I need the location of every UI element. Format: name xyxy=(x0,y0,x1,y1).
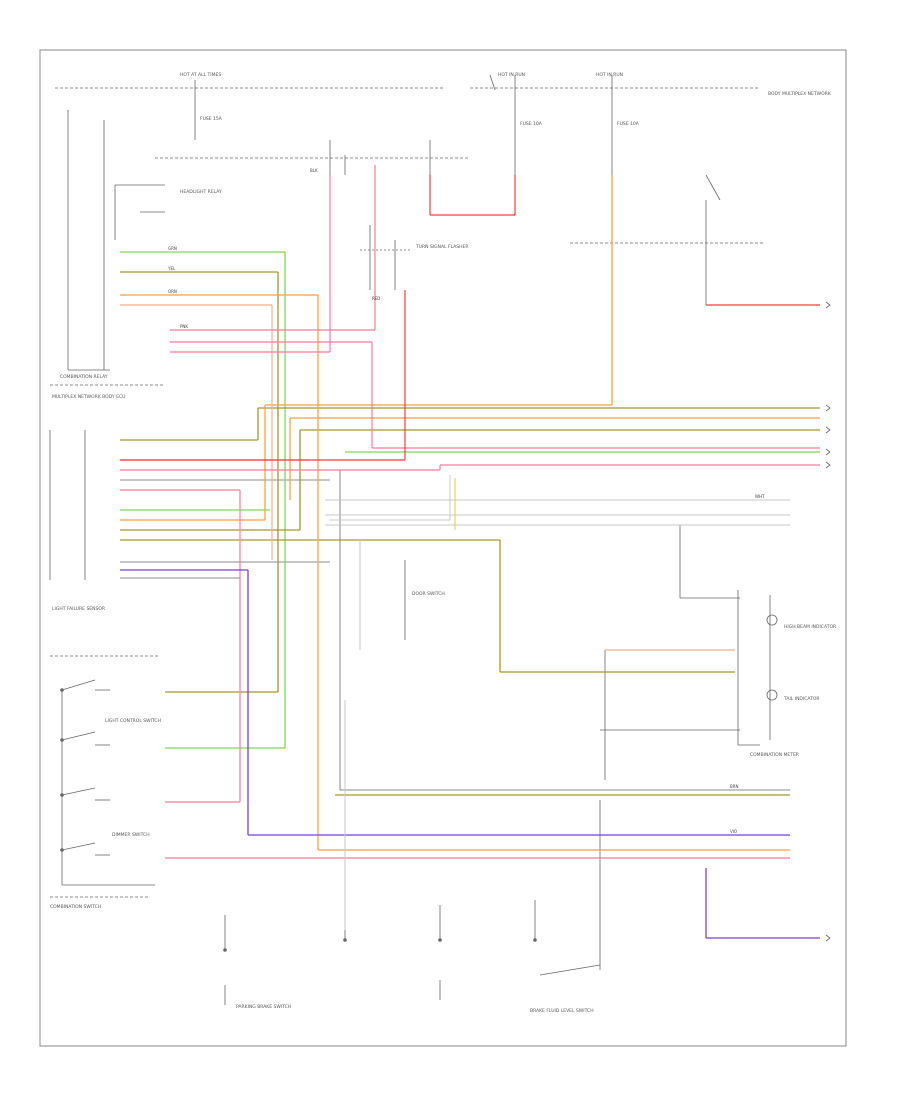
component-symbols xyxy=(60,614,778,952)
wire-salmon xyxy=(120,304,735,651)
wire-white xyxy=(325,475,790,930)
label-hot-right: HOT IN RUN xyxy=(596,72,623,78)
label-fuse-mid: FUSE 10A xyxy=(520,121,543,127)
code-yellow: YEL xyxy=(167,266,176,271)
code-orange: ORN xyxy=(168,289,177,294)
wire-violet xyxy=(120,569,820,939)
gray-structure xyxy=(49,74,790,1005)
code-pink: PNK xyxy=(180,324,188,329)
code-brown: BRN xyxy=(730,784,739,789)
wire-red xyxy=(120,175,820,461)
code-red: RED xyxy=(372,296,380,301)
label-fuse-right: FUSE 10A xyxy=(617,121,640,127)
label-combination-meter: COMBINATION METER xyxy=(750,752,799,758)
label-beam-indicator: HIGH BEAM INDICATOR xyxy=(784,624,836,630)
label-brake-fluid-switch: BRAKE FLUID LEVEL SWITCH xyxy=(530,1008,594,1014)
label-multiplex-left: MULTIPLEX NETWORK BODY ECU xyxy=(52,394,125,400)
wire-olive xyxy=(120,271,820,796)
wire-orange xyxy=(120,175,820,851)
label-combination-switch: COMBINATION SWITCH xyxy=(50,904,101,910)
label-multiplex-top: BODY MULTIPLEX NETWORK xyxy=(768,91,832,97)
code-green: GRN xyxy=(168,246,177,251)
code-violet: VIO xyxy=(730,829,737,834)
label-combination-relay: COMBINATION RELAY xyxy=(60,374,108,380)
label-fuse-left: FUSE 15A xyxy=(200,116,223,122)
code-white: WHT xyxy=(755,494,765,499)
diagram-frame xyxy=(39,49,847,1047)
label-light-control-switch: LIGHT CONTROL SWITCH xyxy=(105,718,161,724)
label-dimmer-switch: DIMMER SWITCH xyxy=(112,832,150,838)
code-black: BLK xyxy=(310,168,318,173)
label-hot-mid: HOT IN RUN xyxy=(498,72,525,78)
wire-green xyxy=(120,251,820,749)
labels: HOT AT ALL TIMES HOT IN RUN HOT IN RUN F… xyxy=(50,72,836,1014)
label-hot-left: HOT AT ALL TIMES xyxy=(180,72,221,78)
label-door-switch: DOOR SWITCH xyxy=(412,591,445,597)
label-tail-indicator: TAIL INDICATOR xyxy=(783,696,820,702)
label-parking-brake-switch: PARKING BRAKE SWITCH xyxy=(236,1004,291,1010)
label-light-failure-sensor: LIGHT FAILURE SENSOR xyxy=(52,606,105,612)
connector-arrows xyxy=(825,301,831,942)
label-turn-signal-flasher: TURN SIGNAL FLASHER xyxy=(415,244,469,250)
wire-codes: GRN YEL ORN PNK RED VIO WHT BLK BRN xyxy=(167,168,765,834)
label-headlight-relay: HEADLIGHT RELAY xyxy=(180,189,222,195)
wire-pink xyxy=(120,165,820,859)
